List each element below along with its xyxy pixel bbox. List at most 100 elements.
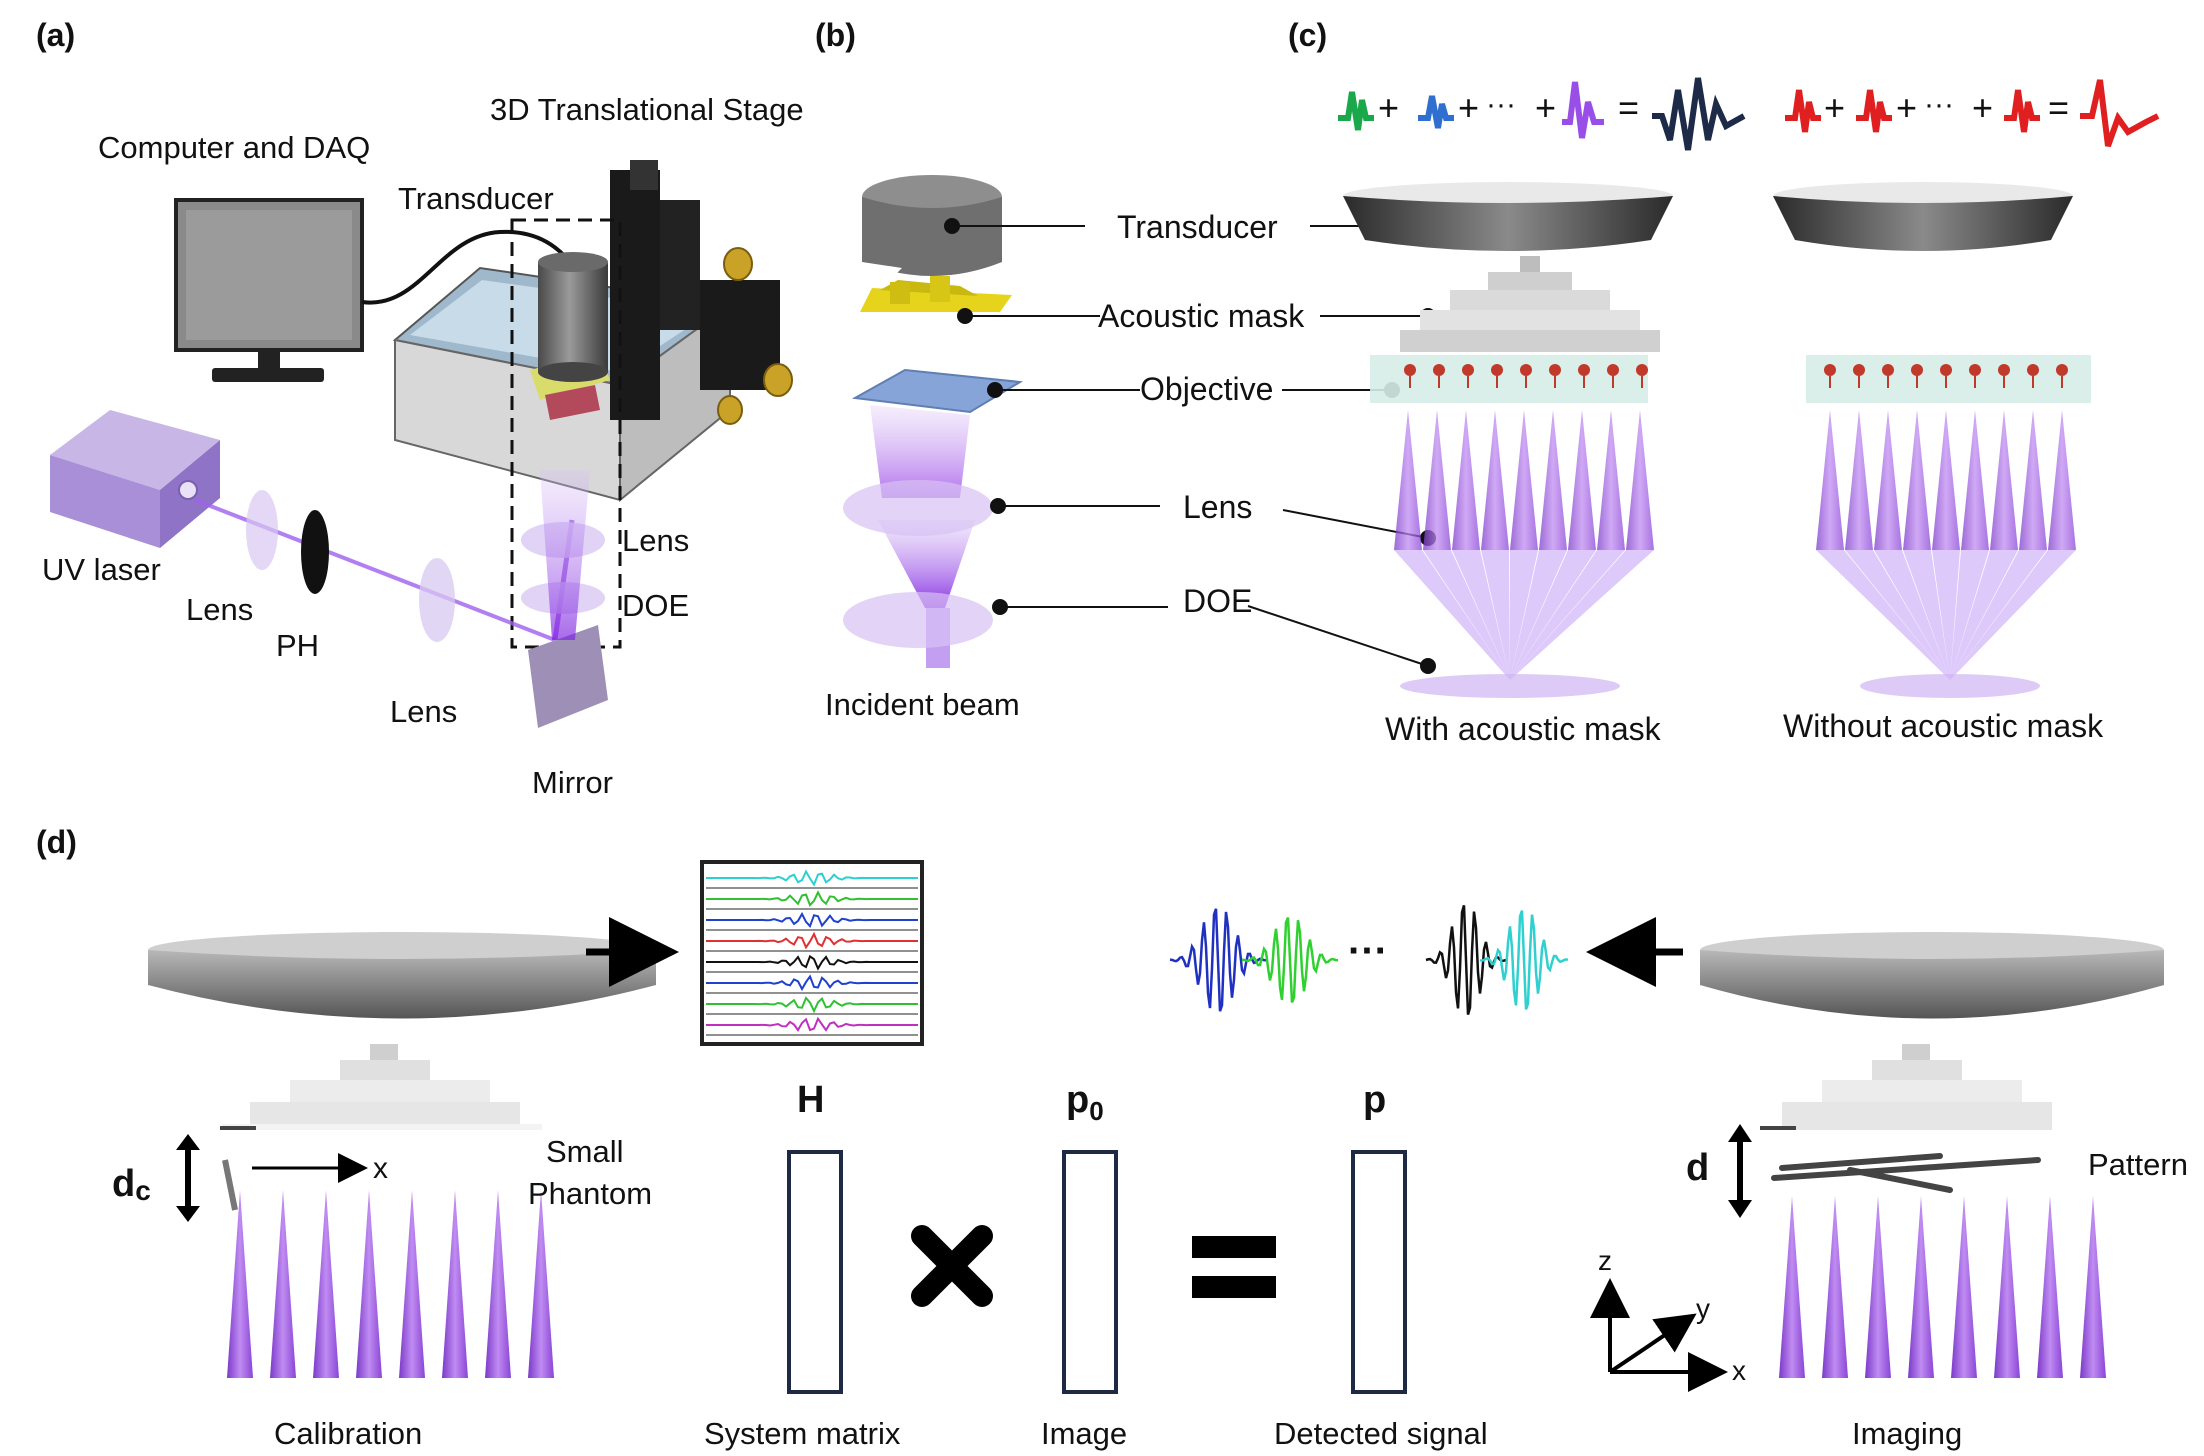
- objective-dot: [1969, 364, 1981, 376]
- beam-fan: [1394, 550, 1510, 680]
- spike-cone: [442, 1190, 468, 1378]
- pattern-phantom: [1771, 1153, 2041, 1193]
- beam-cone: [1423, 410, 1451, 550]
- matrix-trace: [706, 974, 918, 992]
- spike-cone: [1908, 1196, 1934, 1378]
- objective-dot: [2027, 364, 2039, 376]
- equals-1: =: [1618, 87, 1639, 128]
- system-with-mask: [1343, 182, 1673, 698]
- plus-1: +: [1378, 87, 1399, 128]
- objective-dot: [1636, 364, 1648, 376]
- objective-dot: [1578, 364, 1590, 376]
- plus-4: +: [1824, 87, 1845, 128]
- transducer-icon: [538, 252, 608, 382]
- transducer-imaging: [1700, 932, 2164, 1130]
- cones-calibration: [227, 1190, 554, 1378]
- dc-arrow-icon: [176, 1134, 200, 1222]
- label-transducer-a: Transducer: [398, 181, 554, 216]
- matrix-traces: [706, 869, 918, 1036]
- equation-right: + + ··· + =: [1785, 79, 2160, 148]
- beam-cone: [1597, 410, 1625, 550]
- beams-left: [1394, 410, 1654, 680]
- beam-cone: [2048, 410, 2076, 550]
- spike-cone: [399, 1190, 425, 1378]
- label-objective: Objective: [1140, 371, 1273, 407]
- label-incident-beam: Incident beam: [825, 687, 1020, 722]
- objective-dot: [1998, 364, 2010, 376]
- objective-dot: [1520, 364, 1532, 376]
- cable: [361, 229, 572, 305]
- spike-cone: [1779, 1196, 1805, 1378]
- multiply-icon: [911, 1225, 993, 1307]
- lens-2: [419, 558, 455, 642]
- panel-b: Incident beam: [825, 175, 1168, 722]
- objective-dot: [1549, 364, 1561, 376]
- objective-b: [851, 368, 1024, 414]
- label-detected-signal: Detected signal: [1274, 1416, 1488, 1451]
- axes-icon: [1590, 1278, 1728, 1392]
- mirror: [528, 625, 608, 728]
- leader-lines-b: [944, 218, 1168, 615]
- cones-imaging: [1779, 1196, 2106, 1378]
- label-lens-1: Lens: [186, 592, 253, 627]
- matrix-trace: [706, 996, 918, 1014]
- beam-fan: [1845, 550, 1950, 680]
- label-with-mask: With acoustic mask: [1385, 711, 1662, 747]
- plus-3: +: [1535, 87, 1556, 128]
- matrix-box-p: [1351, 1150, 1407, 1394]
- label-d: d: [1686, 1147, 1709, 1189]
- focused-beam: [540, 470, 590, 640]
- signal-wavelet: [1425, 905, 1507, 1015]
- objective-dot: [1911, 364, 1923, 376]
- label-lens-b: Lens: [1183, 489, 1252, 525]
- beam-cone: [1932, 410, 1960, 550]
- dashed-region: [510, 218, 622, 649]
- objective-dot: [1404, 364, 1416, 376]
- beam-cone: [1816, 410, 1844, 550]
- label-small: Small: [546, 1134, 624, 1169]
- beam-fan: [1423, 550, 1510, 680]
- spike-cone: [1994, 1196, 2020, 1378]
- beams-b: [870, 405, 975, 668]
- objective-dot: [1491, 364, 1503, 376]
- matrix-trace: [706, 954, 918, 971]
- label-lens-3: Lens: [622, 523, 689, 558]
- beam-fan: [1510, 550, 1596, 680]
- beam-fan: [1950, 550, 2047, 680]
- computer-monitor-icon: [174, 198, 364, 382]
- objective-dot: [1882, 364, 1894, 376]
- objective-dots-left: [1404, 364, 1648, 388]
- beam-fan: [1950, 550, 2076, 680]
- transducer-b: [862, 175, 1002, 290]
- d-arrow-icon: [1728, 1124, 1752, 1218]
- label-z: z: [1598, 1245, 1612, 1276]
- translation-stage: [610, 160, 793, 425]
- signal-ellipsis: ···: [1348, 929, 1388, 973]
- label-x: x: [1732, 1355, 1746, 1386]
- panel-label-a: (a): [36, 17, 75, 53]
- detected-signals: [1169, 905, 1569, 1015]
- beam-fan: [1903, 550, 1950, 680]
- beam-cone: [1961, 410, 1989, 550]
- beam-fan: [1950, 550, 1989, 680]
- label-image: Image: [1041, 1416, 1127, 1451]
- beam-cone: [1626, 410, 1654, 550]
- signal-wavelet: [1241, 917, 1339, 1003]
- panel-label-d: (d): [36, 824, 77, 860]
- beam-cone: [1539, 410, 1567, 550]
- pinhole: [301, 510, 329, 594]
- panel-label-b: (b): [815, 17, 856, 53]
- objective-dot: [1940, 364, 1952, 376]
- matrix-trace: [706, 890, 918, 907]
- label-lens-2: Lens: [390, 694, 457, 729]
- small-phantom: [222, 1159, 238, 1211]
- label-x-cal: x: [373, 1152, 388, 1185]
- system-without-mask: [1773, 182, 2091, 698]
- beams-right: [1816, 410, 2076, 680]
- panel-d: dc x Small Phantom Calibration ···: [112, 860, 2188, 1451]
- signal-wavelet: [1479, 910, 1569, 1010]
- panel-c: + + ··· + = + + ··· + = With acoustic ma…: [1247, 77, 2160, 747]
- beam-fan: [1481, 550, 1510, 680]
- spike-cone: [2037, 1196, 2063, 1378]
